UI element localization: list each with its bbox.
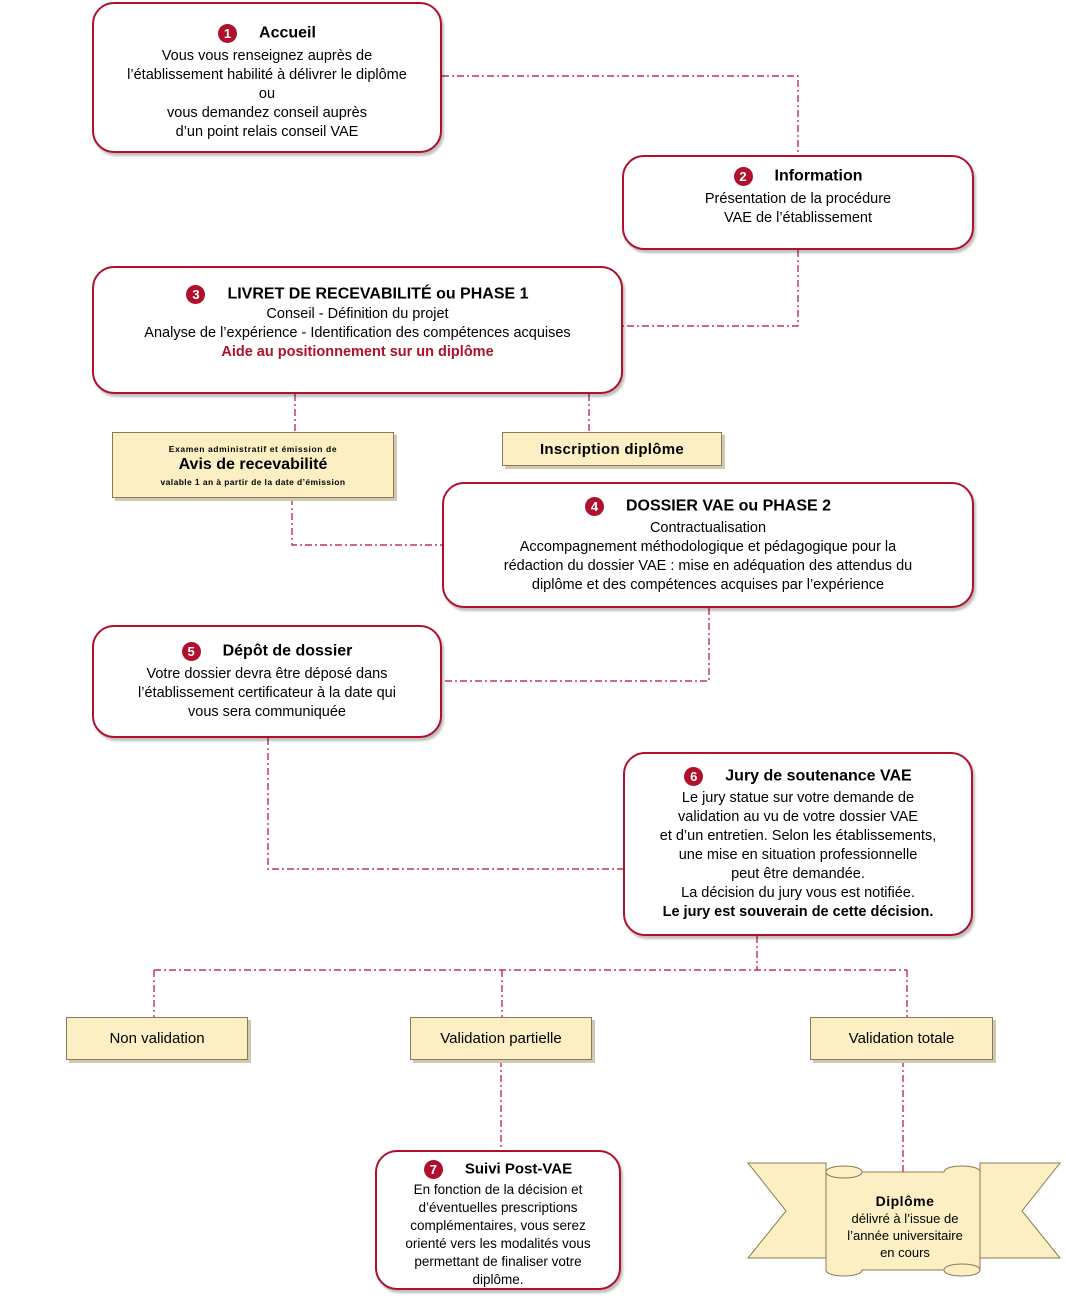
step-number-badge: 2 [733,167,753,186]
step-number-badge: 3 [186,285,206,304]
outcome-validation-partielle: Validation partielle [410,1017,592,1060]
step-line: vous demandez conseil auprès [167,105,367,121]
ribbon-right-tail [979,1162,1062,1259]
outcome-validation-totale: Validation totale [810,1017,993,1060]
step-bold-line: Le jury est souverain de cette décision. [662,904,934,920]
step-line: d’éventuelles prescriptions [418,1200,578,1215]
step-depot-dossier: 5 Dépôt de dossier Votre dossier devra êt… [92,625,442,738]
step-dossier-vae: 4 DOSSIER VAE ou PHASE 2 Contractualisati… [442,482,974,608]
recevabilite-top: Examen administratif et émission de [168,443,338,454]
step-line: Vous vous renseignez auprès de [161,48,373,64]
diplome-text: Diplôme délivré à l’issue de l’année uni… [830,1193,980,1261]
ribbon-curl-right [943,1263,981,1271]
step-line: Contractualisation [649,520,767,536]
step-line: peut être demandée. [731,866,865,882]
step-number-badge: 6 [684,767,704,786]
diplome-line: en cours [880,1245,930,1260]
connector-recevabilite-4 [291,498,442,546]
step-line: permettant de finaliser votre [414,1254,582,1269]
diplome-title: Diplôme [875,1193,935,1209]
connector-5-6 [267,738,623,870]
step-title: Dépôt de dossier [222,642,353,660]
recevabilite-bottom: valable 1 an à partir de la date d’émiss… [160,476,346,487]
step-number-badge: 1 [218,24,238,43]
connector-2-3 [623,250,799,327]
step-information: 2 Information Présentation de la procédur… [622,155,974,250]
outcome-label: Validation partielle [440,1030,562,1047]
inscription-label: Inscription diplôme [539,440,685,458]
step-line: complémentaires, vous serez [410,1218,586,1233]
recevabilite-title: Avis de recevabilité [178,455,328,473]
step-title: LIVRET DE RECEVABILITÉ ou PHASE 1 [227,285,529,303]
step-highlight: Aide au positionnement sur un diplôme [221,344,494,360]
step-line: validation au vu de votre dossier VAE [678,809,918,825]
step-line: l’établissement certificateur à la date … [138,685,396,701]
step-line: VAE de l’établissement [723,210,873,226]
step-title: Information [774,167,863,185]
step-line: orienté vers les modalités vous [405,1236,591,1251]
step-line: Conseil - Définition du projet [266,306,449,322]
diplome-line: l’année universitaire [847,1228,963,1243]
step-number-badge: 7 [423,1160,443,1179]
step-line: et d’un entretien. Selon les établisseme… [659,828,937,844]
step-line: une mise en situation professionnelle [678,847,918,863]
step-line: ou [258,86,276,102]
step-title: Accueil [259,24,316,42]
step-number-badge: 4 [584,497,604,516]
step-line: rédaction du dossier VAE : mise en adéqu… [503,558,913,574]
outcome-non-validation: Non validation [66,1017,248,1060]
step-title: Suivi Post-VAE [464,1160,573,1178]
outcome-label: Non validation [109,1030,205,1047]
ribbon-left-tail [746,1162,827,1259]
step-title: Jury de soutenance VAE [725,767,912,785]
step-livret-recevabilite: 3 LIVRET DE RECEVABILITÉ ou PHASE 1 Conse… [92,266,623,394]
step-line: l’établissement habilité à délivrer le d… [127,67,407,83]
connector-1-2 [442,75,799,155]
recevabilite-note: Examen administratif et émission de Avis… [112,432,394,498]
inscription-diplome-note: Inscription diplôme [502,432,722,466]
step-number-badge: 5 [181,642,201,661]
step-line: Votre dossier devra être déposé dans [146,666,388,682]
step-title: DOSSIER VAE ou PHASE 2 [625,497,832,515]
step-line: vous sera communiquée [188,704,346,720]
step-line: diplôme. [472,1272,524,1287]
step-jury-soutenance: 6 Jury de soutenance VAE Le jury statue s… [623,752,973,936]
step-line: d’un point relais conseil VAE [175,124,359,140]
step-line: Analyse de l’expérience - Identification… [144,325,571,341]
step-line: En fonction de la décision et [413,1182,583,1197]
connector-4-5 [442,608,710,682]
outcome-label: Validation totale [848,1030,955,1047]
connector-6-outcomes [153,936,908,1017]
diplome-line: délivré à l’issue de [851,1211,959,1226]
step-line: Le jury statue sur votre demande de [681,790,915,806]
ribbon-curl-left [825,1171,863,1179]
step-line: diplôme et des compétences acquises par … [531,577,885,593]
step-suivi-post-vae: 7 Suivi Post-VAE En fonction de la décisi… [375,1150,621,1290]
step-line: La décision du jury vous est notifiée. [681,885,915,901]
step-line: Accompagnement méthodologique et pédagog… [519,539,897,555]
step-line: Présentation de la procédure [704,191,892,207]
